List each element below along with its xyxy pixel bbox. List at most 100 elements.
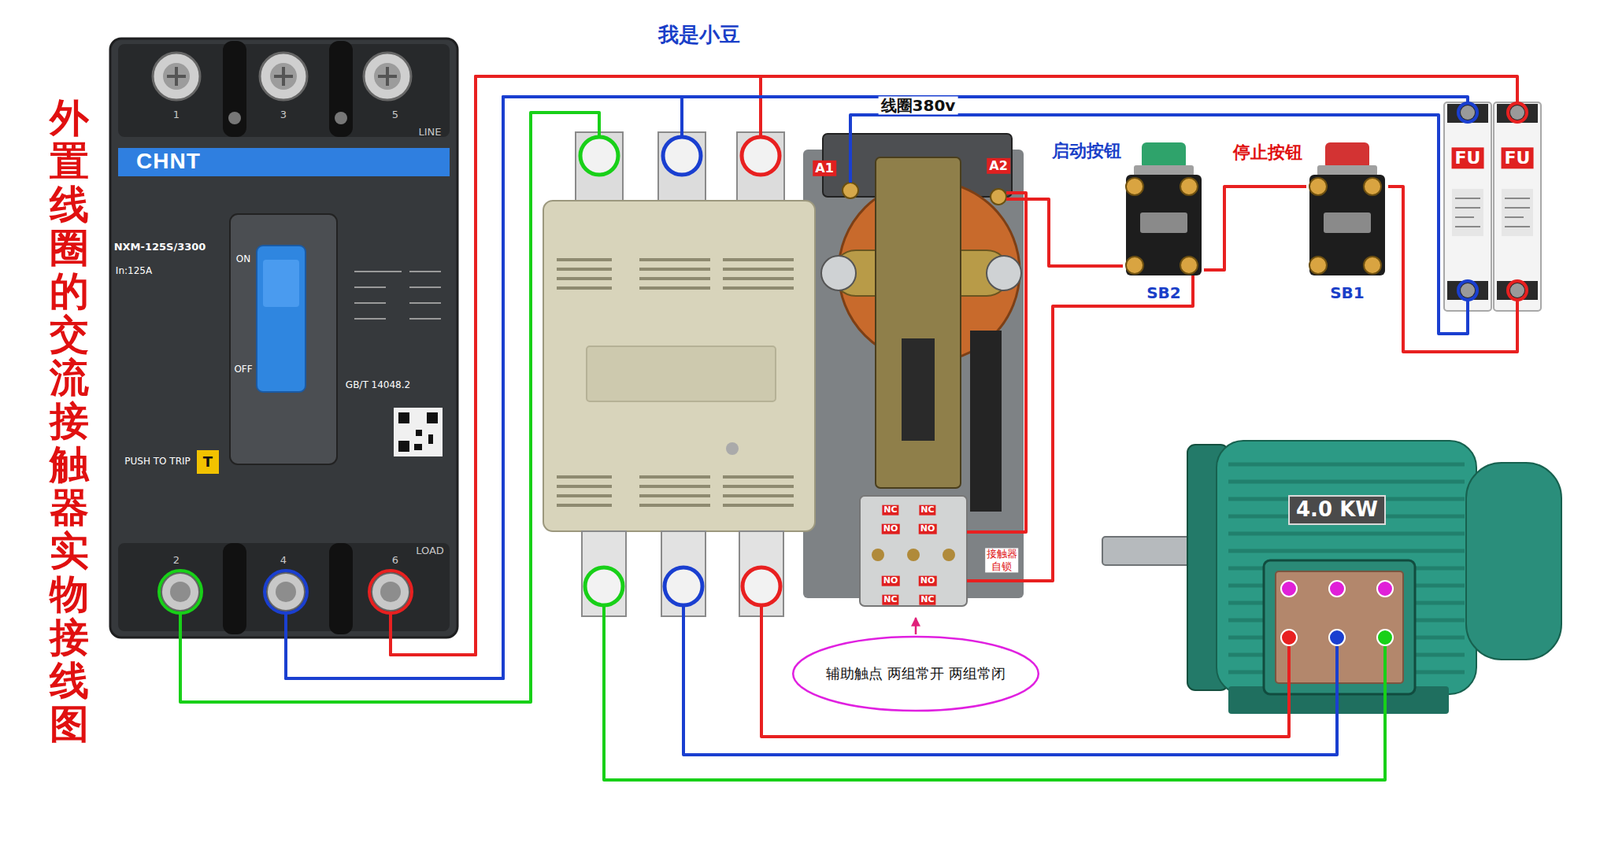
brand-band xyxy=(118,148,450,177)
handle-housing xyxy=(229,214,338,465)
aux-contact-label: NC xyxy=(918,595,936,606)
circuit-breaker-picture xyxy=(110,38,458,638)
terminal-number: 5 xyxy=(392,109,399,122)
terminal-stud xyxy=(1329,629,1345,646)
wire-stub xyxy=(178,613,182,638)
terminal-number: 6 xyxy=(392,555,399,567)
wire-stub xyxy=(966,579,1034,583)
watermark: 我是小豆 xyxy=(658,23,741,48)
terminal-stud xyxy=(1281,629,1297,646)
qr-code-pattern xyxy=(398,412,438,452)
terminal-side-label: LINE xyxy=(418,126,441,139)
coil-terminal: A2 xyxy=(986,158,1011,175)
terminal-number: 4 xyxy=(280,555,287,567)
standard-code: GB/T 14048.2 xyxy=(345,380,411,392)
button-terminal xyxy=(1309,256,1327,275)
aux-screw xyxy=(871,548,885,562)
fuse-print xyxy=(1501,188,1534,237)
terminal-screw xyxy=(275,581,297,603)
button-terminal xyxy=(1363,177,1382,196)
fuse-terminal xyxy=(1510,105,1525,120)
breaker-body xyxy=(110,38,458,638)
circuit-breaker: CHNTNXM-125S/3300 xyxy=(110,38,458,638)
phase-barrier xyxy=(222,543,247,635)
trip-button xyxy=(196,450,219,475)
ellipse-shape xyxy=(792,637,1039,712)
terminal-box xyxy=(1263,560,1415,695)
node-text: 启动按钮 xyxy=(1051,140,1122,161)
switch-state: ON xyxy=(236,254,251,266)
vertical-title: 外置线圈的交流接触器实物接线图 xyxy=(49,96,89,747)
fuse-cap xyxy=(1496,281,1538,300)
wire-stub xyxy=(759,129,763,138)
small-screw xyxy=(334,111,348,125)
wire-stub xyxy=(284,613,288,638)
wire xyxy=(761,618,1289,738)
main-terminal-lug xyxy=(739,531,784,617)
motor-body xyxy=(1216,440,1477,695)
aux-contact-label: NC xyxy=(881,505,899,516)
node-text: 线圈380v xyxy=(878,96,959,115)
aux-screw xyxy=(942,548,956,562)
button-terminal xyxy=(1180,177,1198,196)
terminal-number: 1 xyxy=(173,109,180,122)
armature xyxy=(875,157,961,489)
button-body xyxy=(1125,174,1202,276)
toggle-handle xyxy=(256,245,306,393)
terminal-stud xyxy=(1329,581,1345,597)
wire xyxy=(285,96,1468,679)
node-text: 辅助触点 两组常开 两组常闭 xyxy=(825,666,1005,683)
terminal-ring xyxy=(1458,281,1478,300)
coil-terminal-screw xyxy=(990,188,1007,205)
fuse: FU xyxy=(1444,102,1493,312)
fuse-terminal xyxy=(1460,105,1475,120)
body-screw xyxy=(725,442,739,456)
button-terminal xyxy=(1125,177,1144,196)
main-terminal-lug xyxy=(661,531,706,617)
aux-contact-label: NO xyxy=(918,524,938,535)
terminal-number: 3 xyxy=(280,109,287,122)
terminal-stud xyxy=(1281,581,1297,597)
terminal-ring xyxy=(741,137,780,175)
node-text: NXM-125S/3300 xyxy=(114,241,207,254)
terminal-stud xyxy=(1377,581,1393,597)
motor: 4.0 KW xyxy=(1102,428,1562,715)
node-text: 4.0 KW xyxy=(1288,495,1386,526)
fuse: FU xyxy=(1493,102,1541,312)
terminal-screw xyxy=(266,573,305,612)
fuse-print-lines xyxy=(1504,198,1530,227)
wire xyxy=(390,76,1518,656)
wire xyxy=(180,112,600,703)
button-terminal xyxy=(1180,256,1198,275)
wire xyxy=(850,114,1468,334)
terminal-ring xyxy=(1458,103,1478,123)
spec-table-lines xyxy=(354,271,441,319)
button-cap xyxy=(1325,142,1370,170)
terminal-screw xyxy=(170,581,191,603)
aux-contact-label: NO xyxy=(881,576,900,587)
self-lock-note: 接触器 自锁 xyxy=(985,548,1019,573)
button-terminal xyxy=(1309,177,1327,196)
wire xyxy=(1033,275,1193,582)
phase-barrier xyxy=(329,40,353,138)
fuse-cap xyxy=(1447,103,1489,123)
contact-mechanism xyxy=(1140,212,1188,234)
fuse-terminal xyxy=(1510,283,1525,298)
wire-stub xyxy=(388,613,393,638)
side-bracket xyxy=(970,330,1002,512)
armature-slot xyxy=(901,338,935,441)
node-text: FU xyxy=(1501,147,1534,169)
wire-stub xyxy=(680,129,684,138)
wire-stub xyxy=(602,605,606,619)
wire xyxy=(285,96,682,679)
wire-stub xyxy=(1515,300,1519,312)
wire-stub xyxy=(681,605,686,619)
aux-contact-label: NO xyxy=(881,524,900,535)
node-text: FU xyxy=(1451,147,1485,169)
qr-code xyxy=(393,407,443,457)
coil-terminal: A1 xyxy=(812,160,837,177)
self-lock-wire xyxy=(966,192,1026,533)
note-ellipse: 辅助触点 两组常开 两组常闭 xyxy=(790,634,1041,714)
fuse-cap xyxy=(1496,103,1538,123)
node-text: 停止按钮 xyxy=(1233,142,1303,163)
